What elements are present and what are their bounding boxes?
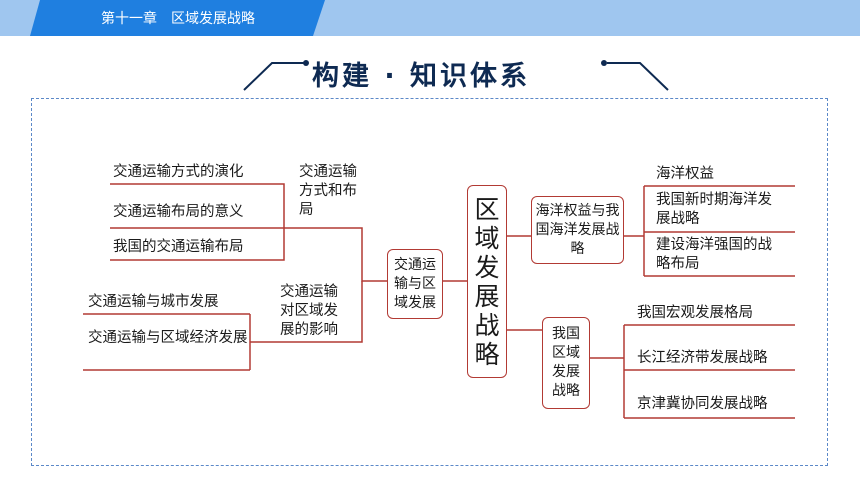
right-leaf-5: 长江经济带发展战略	[637, 350, 768, 366]
left-branch-1-label: 交通运输方式和布局	[299, 164, 357, 218]
left-hub-label: 交通运输与区域发展	[394, 256, 436, 311]
right-leaf-1: 海洋权益	[656, 166, 714, 182]
right-branch-2-box: 我国区域发展战略	[542, 317, 590, 409]
right-leaf-4: 我国宏观发展格局	[637, 305, 753, 321]
diagram-frame	[31, 98, 828, 466]
left-branch-2-label: 交通运输对区域发展的影响	[280, 284, 338, 338]
right-branch-2-label: 我国区域发展战略	[552, 326, 580, 399]
left-leaf-4: 交通运输与城市发展	[88, 294, 219, 310]
left-leaf-2: 交通运输布局的意义	[113, 204, 244, 220]
right-leaf-3: 建设海洋强国的战略布局	[656, 237, 772, 272]
title-decoration	[243, 60, 669, 91]
chapter-title: 第十一章 区域发展战略	[101, 11, 255, 27]
connector	[284, 227, 387, 282]
center-label: 区域发展战略	[474, 194, 500, 369]
left-leaf-1: 交通运输方式的演化	[113, 164, 244, 180]
left-leaf-3: 我国的交通运输布局	[113, 239, 244, 255]
right-branch-1-label: 海洋权益与我国海洋发展战略	[535, 202, 620, 257]
right-leaf-6: 京津冀协同发展战略	[637, 396, 768, 412]
page-title: 构建 · 知识体系	[312, 61, 531, 92]
center-box: 区域发展战略	[467, 185, 507, 378]
left-hub-box: 交通运输与区域发展	[387, 249, 443, 319]
right-branch-1-box: 海洋权益与我国海洋发展战略	[531, 196, 624, 264]
connector	[250, 281, 363, 343]
top-bar: 第十一章 区域发展战略	[0, 0, 860, 36]
chapter-tab	[30, 0, 325, 36]
connector	[110, 183, 285, 228]
left-leaf-5: 交通运输与区域经济发展	[88, 330, 248, 346]
connector	[110, 227, 285, 261]
right-leaf-2: 我国新时期海洋发展战略	[656, 192, 772, 227]
